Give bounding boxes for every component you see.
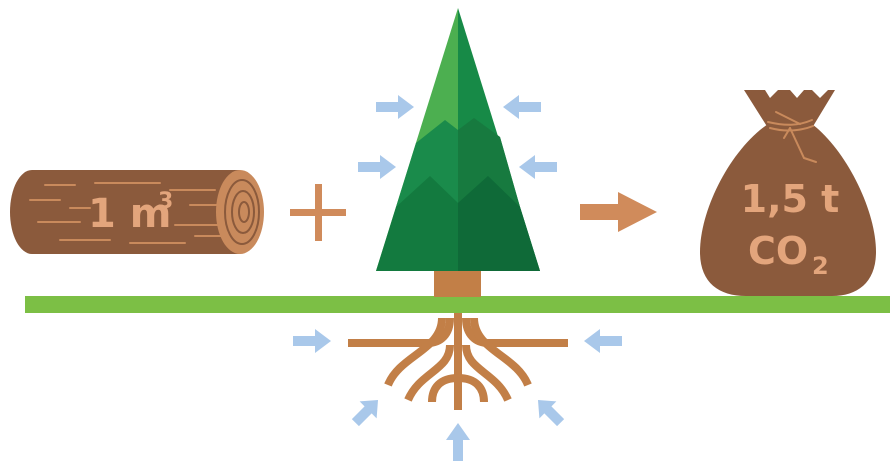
arrow-in-canopy-mid-right [519, 155, 557, 179]
tree-band-bottom-shade [458, 176, 540, 271]
arrow-in-canopy-top-left [376, 95, 414, 119]
result-arrow [580, 192, 657, 232]
log-volume-label: 1 m [88, 191, 171, 237]
arrow-in-canopy-mid-left [358, 155, 396, 179]
bag-ears [744, 90, 835, 128]
log-tree-rings [224, 179, 260, 245]
bag-body [700, 124, 876, 296]
log-volume-exponent: 3 [158, 189, 173, 214]
wood-log: 1 m 3 [10, 170, 264, 254]
log-grain-lines [29, 182, 231, 244]
co2-bag: 1,5 t CO 2 [700, 90, 876, 296]
bag-tie-string [767, 111, 817, 163]
arrow-in-roots-left [293, 329, 331, 353]
spruce-tree [376, 8, 540, 297]
bag-gas-label: CO [748, 229, 808, 273]
intake-arrows [293, 95, 622, 461]
tree-trunk [434, 271, 481, 297]
bag-gas-subscript: 2 [812, 252, 829, 280]
tree-roots [348, 313, 568, 410]
bag-mass-label: 1,5 t [741, 177, 840, 221]
arrow-in-roots-lower-right [537, 399, 565, 427]
arrow-in-roots-bottom [446, 423, 470, 461]
plus-sign [290, 184, 346, 241]
arrow-in-roots-lower-left [351, 399, 379, 427]
ground-line [25, 296, 890, 313]
arrow-in-canopy-top-right [503, 95, 541, 119]
arrow-in-roots-right [584, 329, 622, 353]
tree-band-middle-shade [458, 118, 520, 207]
